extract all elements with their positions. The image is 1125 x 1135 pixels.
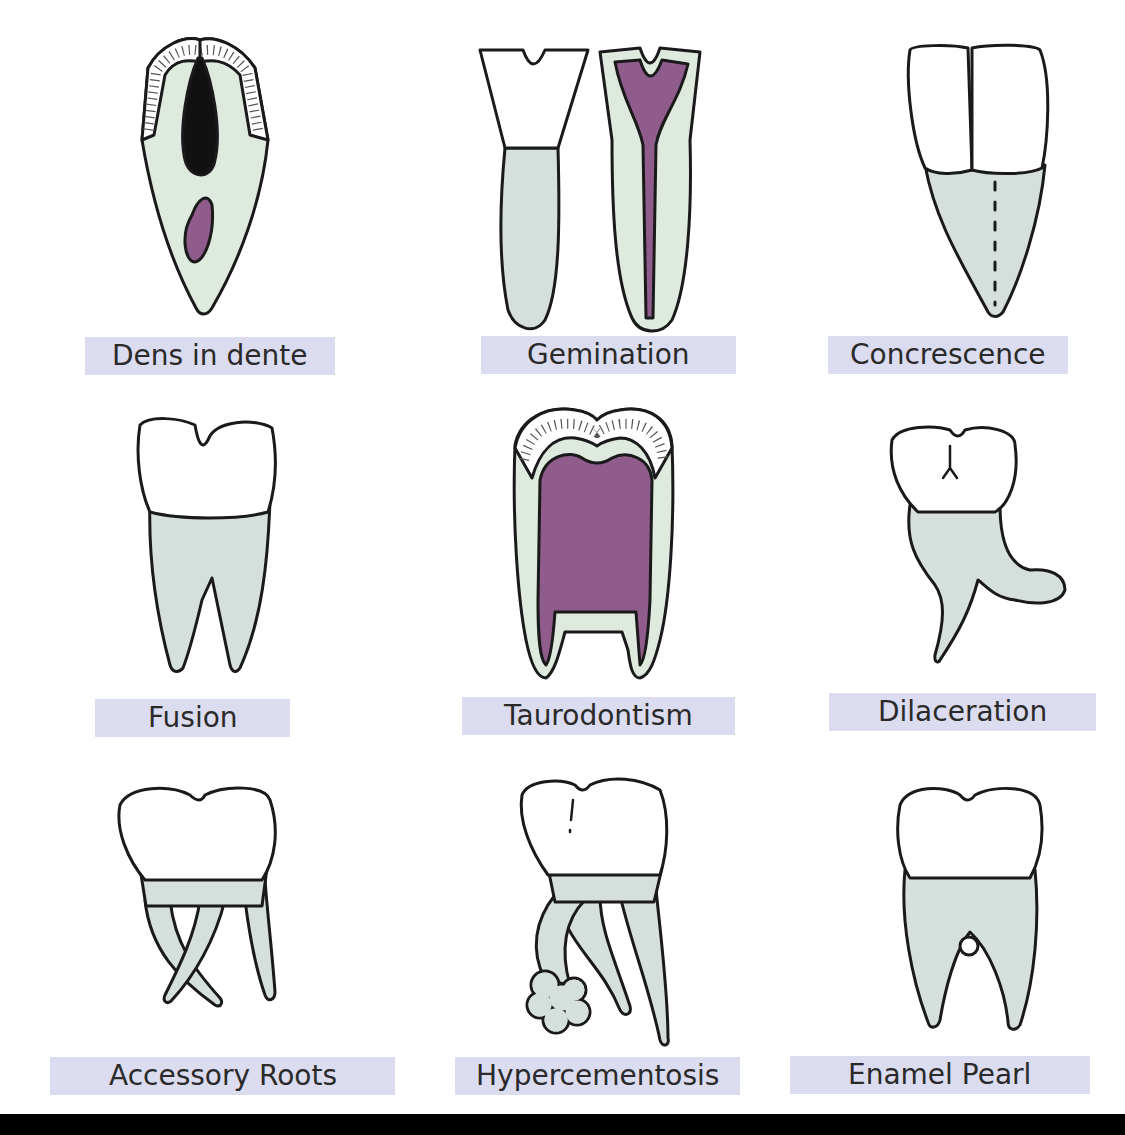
dens-in-dente-tooth xyxy=(142,39,268,314)
label-band: Concrescence xyxy=(828,336,1068,374)
anomaly-name: Dens in dente xyxy=(112,339,307,373)
label-band: Gemination xyxy=(481,336,736,374)
label-band: Dilaceration xyxy=(829,693,1096,731)
label-band: Taurodontism xyxy=(462,697,735,735)
label-band: Hypercementosis xyxy=(455,1057,740,1095)
fusion-tooth xyxy=(138,419,275,672)
hypercementosis-tooth xyxy=(521,779,668,1045)
concrescence-teeth xyxy=(908,45,1047,316)
anomaly-name: Gemination xyxy=(527,338,690,372)
anomaly-name: Fusion xyxy=(148,701,238,735)
anomaly-name: Taurodontism xyxy=(504,699,693,733)
dilaceration-tooth xyxy=(891,427,1065,662)
bottom-bar xyxy=(0,1114,1125,1135)
anomaly-name: Dilaceration xyxy=(878,695,1047,729)
enamel-pearl-tooth xyxy=(898,788,1042,1029)
label-band: Enamel Pearl xyxy=(790,1056,1090,1094)
anomaly-name: Accessory Roots xyxy=(109,1059,337,1093)
anomaly-name: Hypercementosis xyxy=(476,1059,719,1093)
anomaly-name: Concrescence xyxy=(850,338,1046,372)
anomaly-name: Enamel Pearl xyxy=(848,1058,1031,1092)
gemination-teeth xyxy=(480,48,700,331)
label-band: Fusion xyxy=(95,699,290,737)
taurodontism-tooth xyxy=(514,409,673,678)
accessory-roots-tooth xyxy=(119,788,275,1006)
label-band: Dens in dente xyxy=(85,337,335,375)
label-band: Accessory Roots xyxy=(50,1057,395,1095)
